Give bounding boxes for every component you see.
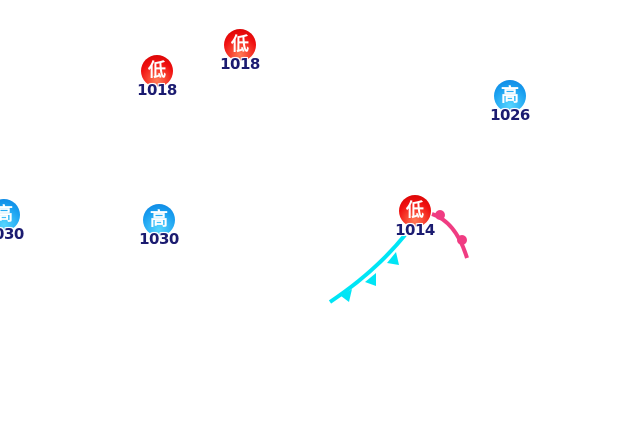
pressure-value: 1014 <box>395 221 435 239</box>
warm-front-semicircle <box>435 210 445 220</box>
high-pressure-icon: 高 <box>494 80 526 112</box>
warm-front <box>431 210 469 259</box>
pressure-value: 1030 <box>139 230 179 248</box>
low-pressure-icon: 低 <box>399 195 431 227</box>
low-pressure-center[interactable]: 低 1018 <box>210 29 270 73</box>
cold-front-triangle <box>387 252 399 265</box>
high-pressure-icon: 高 <box>143 204 175 236</box>
low-pressure-center[interactable]: 低 1014 <box>385 195 445 239</box>
pressure-value: 1030 <box>0 225 24 243</box>
low-pressure-icon: 低 <box>224 29 256 61</box>
cold-front-triangle <box>365 273 376 286</box>
cold-front-triangle <box>341 289 352 302</box>
pressure-value: 1026 <box>490 106 530 124</box>
high-pressure-icon: 高 <box>0 199 20 231</box>
high-pressure-center[interactable]: 高 1026 <box>480 80 540 124</box>
pressure-value: 1018 <box>220 55 260 73</box>
high-pressure-center[interactable]: 高 1030 <box>129 204 189 248</box>
high-pressure-center[interactable]: 高 1030 <box>0 199 34 243</box>
warm-front-semicircle <box>457 235 467 245</box>
low-pressure-center[interactable]: 低 1018 <box>127 55 187 99</box>
cold-front <box>328 233 407 304</box>
low-pressure-icon: 低 <box>141 55 173 87</box>
pressure-value: 1018 <box>137 81 177 99</box>
